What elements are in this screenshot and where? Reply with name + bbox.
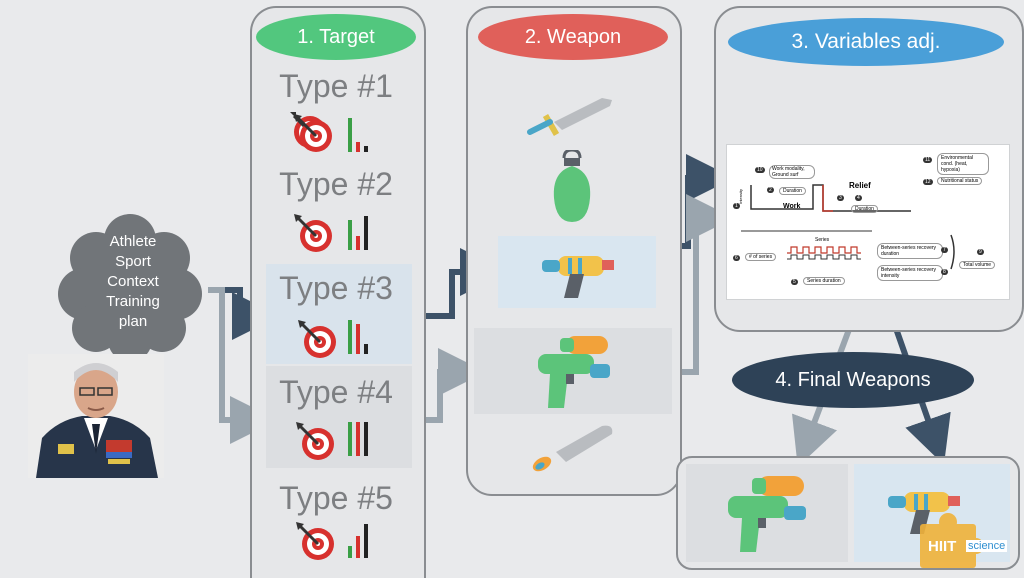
type3-highlight: [266, 264, 412, 364]
target-icon-1: [294, 114, 332, 152]
person-photo: [28, 354, 164, 478]
num-series-count: 6: [733, 255, 740, 261]
profile-text: Athlete Sport Context Training plan: [106, 233, 160, 330]
label-series-duration: Series duration: [803, 277, 845, 285]
bar-glyph-3: [348, 320, 368, 354]
label-relief: Relief: [849, 181, 871, 190]
variables-lines: [741, 184, 955, 270]
num-work-modality: 10: [755, 167, 765, 173]
variables-title: 3. Variables adj.: [728, 18, 1004, 66]
label-duration: Duration: [779, 187, 806, 195]
num-between-int: 8: [941, 269, 948, 275]
logo-hiit: HIIT: [928, 538, 957, 555]
thought-cloud: [58, 214, 202, 381]
target-icon-2: [294, 214, 332, 252]
label-num-series: # of series: [745, 253, 777, 261]
final-water-gun-large-icon: [728, 476, 806, 552]
label-between-duration: Between-series recovery duration: [877, 243, 943, 259]
logo-science: science: [966, 540, 1008, 552]
target-icon-4: [296, 422, 334, 460]
target-icon-3: [298, 320, 336, 358]
label-between-intensity: Between-series recovery intensity: [877, 265, 943, 281]
target-icon-5: [296, 522, 334, 560]
weapon-column: [466, 6, 682, 496]
weapon-title: 2. Weapon: [478, 14, 668, 60]
type-label-5: Type #5: [279, 480, 393, 516]
num-relief-duration: 4: [855, 195, 862, 201]
num-between-dur: 7: [941, 247, 948, 253]
bar-glyph-2: [348, 216, 368, 250]
sword-icon: [527, 98, 612, 137]
label-work: Work: [783, 203, 801, 210]
label-series: Series: [815, 237, 830, 243]
grenade-icon: [553, 150, 591, 222]
label-nutritional: Nutritional status: [937, 177, 983, 185]
num-duration: 2: [767, 187, 774, 193]
num-relief-intensity: 3: [837, 195, 844, 201]
label-work-modality: Work modality, Ground surf: [769, 165, 815, 179]
num-env: 11: [923, 157, 933, 163]
num-intensity: 1: [733, 203, 740, 209]
bar-glyph-4: [348, 422, 368, 456]
knife-icon: [532, 425, 613, 472]
water-gun-small-icon: [542, 256, 614, 298]
num-total: 9: [977, 249, 984, 255]
type4-highlight: [266, 366, 412, 468]
arrow-profile-to-type4: [208, 287, 278, 444]
num-nutr: 12: [923, 179, 933, 185]
target-column: Type #1 Type #2 Type #3 Type #4 Type #5: [250, 6, 426, 578]
type-label-1: Type #1: [279, 68, 393, 104]
type-label-4: Type #4: [279, 374, 393, 410]
arrow-type4-to-weapon: [412, 348, 486, 423]
type-label-2: Type #2: [279, 166, 393, 202]
label-total-volume: Total volume: [959, 261, 996, 269]
variables-diagram: 10 Work modality, Ground surf 2 Duration…: [726, 144, 1010, 300]
target-title: 1. Target: [256, 14, 416, 60]
type-label-3: Type #3: [279, 270, 393, 306]
bar-glyph-5: [348, 524, 368, 558]
final-title: 4. Final Weapons: [732, 352, 974, 408]
label-environmental: Environmental cond. (heat, hypoxia): [937, 153, 989, 175]
label-relief-duration: Duration: [851, 205, 878, 213]
arrow-weapon4-to-vars: [672, 194, 734, 375]
bar-glyph-1: [348, 118, 368, 152]
label-intensity: Intensity: [738, 189, 743, 204]
num-series-dur: 5: [791, 279, 798, 285]
water-gun-large-icon: [538, 336, 610, 408]
